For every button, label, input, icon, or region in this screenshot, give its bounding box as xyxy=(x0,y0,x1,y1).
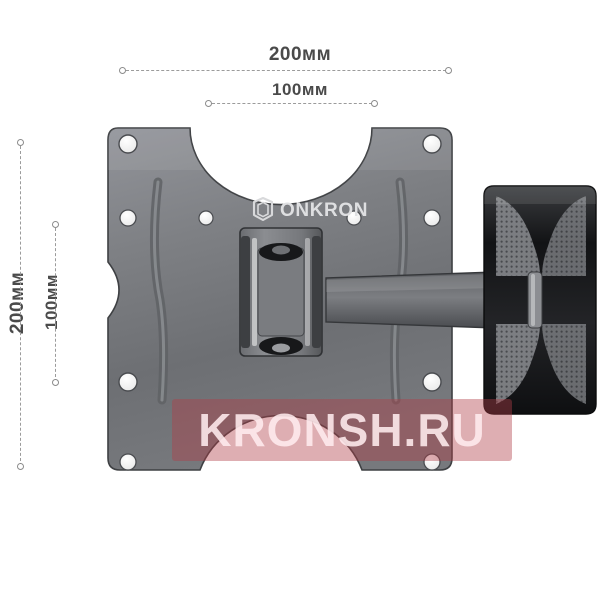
dimension-200mm-vertical-end-dot xyxy=(17,463,24,470)
dimension-100mm-vertical-end-dot xyxy=(52,379,59,386)
dimension-200mm-horizontal-label: 200мм xyxy=(268,44,332,65)
svg-text:ONKRON: ONKRON xyxy=(280,200,368,221)
dimension-200mm-horizontal-end-dot xyxy=(445,67,452,74)
dimension-200mm-horizontal-line xyxy=(126,70,446,71)
brand-logo: ONKRON xyxy=(252,196,368,222)
dimension-200mm-vertical-label: 200мм xyxy=(7,271,28,335)
cube-logo-icon xyxy=(252,196,274,222)
dimension-200mm-vertical-start-dot xyxy=(17,139,24,146)
dimension-200mm-vertical-line xyxy=(20,146,21,466)
mounting-holes xyxy=(118,134,442,471)
center-swivel-bracket xyxy=(239,227,323,357)
dimension-100mm-vertical-start-dot xyxy=(52,221,59,228)
dimension-100mm-horizontal-line xyxy=(212,103,372,104)
dimension-200mm-horizontal-start-dot xyxy=(119,67,126,74)
dimension-100mm-vertical-line xyxy=(55,228,56,382)
dimension-100mm-horizontal-start-dot xyxy=(205,100,212,107)
wall-plate-bracket xyxy=(483,185,597,415)
dimension-100mm-horizontal-end-dot xyxy=(371,100,378,107)
dimension-100mm-vertical-label: 100мм xyxy=(42,274,61,331)
dimension-100mm-horizontal-label: 100мм xyxy=(271,80,328,99)
